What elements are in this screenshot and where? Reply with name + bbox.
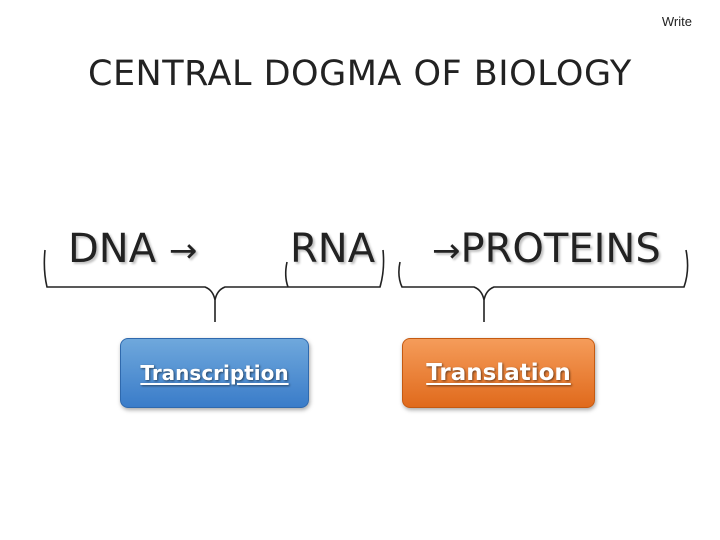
dna-label: DNA → bbox=[68, 226, 197, 272]
arrow-icon: → bbox=[432, 231, 461, 271]
translation-box[interactable]: Translation bbox=[402, 338, 595, 408]
translation-label[interactable]: Translation bbox=[426, 360, 571, 386]
arrow-icon: → bbox=[168, 231, 198, 271]
transcription-label[interactable]: Transcription bbox=[140, 361, 289, 385]
rna-label: RNA bbox=[290, 226, 375, 272]
transcription-box[interactable]: Transcription bbox=[120, 338, 309, 408]
rna-text: RNA bbox=[290, 226, 376, 272]
rna-left-tick bbox=[284, 261, 289, 288]
translation-brace bbox=[398, 249, 689, 322]
write-note: Write bbox=[661, 14, 692, 29]
proteins-text: PROTEINS bbox=[460, 226, 661, 272]
transcription-brace bbox=[43, 249, 385, 322]
dna-text: DNA bbox=[68, 226, 157, 272]
proteins-label: →PROTEINS bbox=[432, 226, 661, 272]
page-title: CENTRAL DOGMA OF BIOLOGY bbox=[88, 54, 632, 94]
